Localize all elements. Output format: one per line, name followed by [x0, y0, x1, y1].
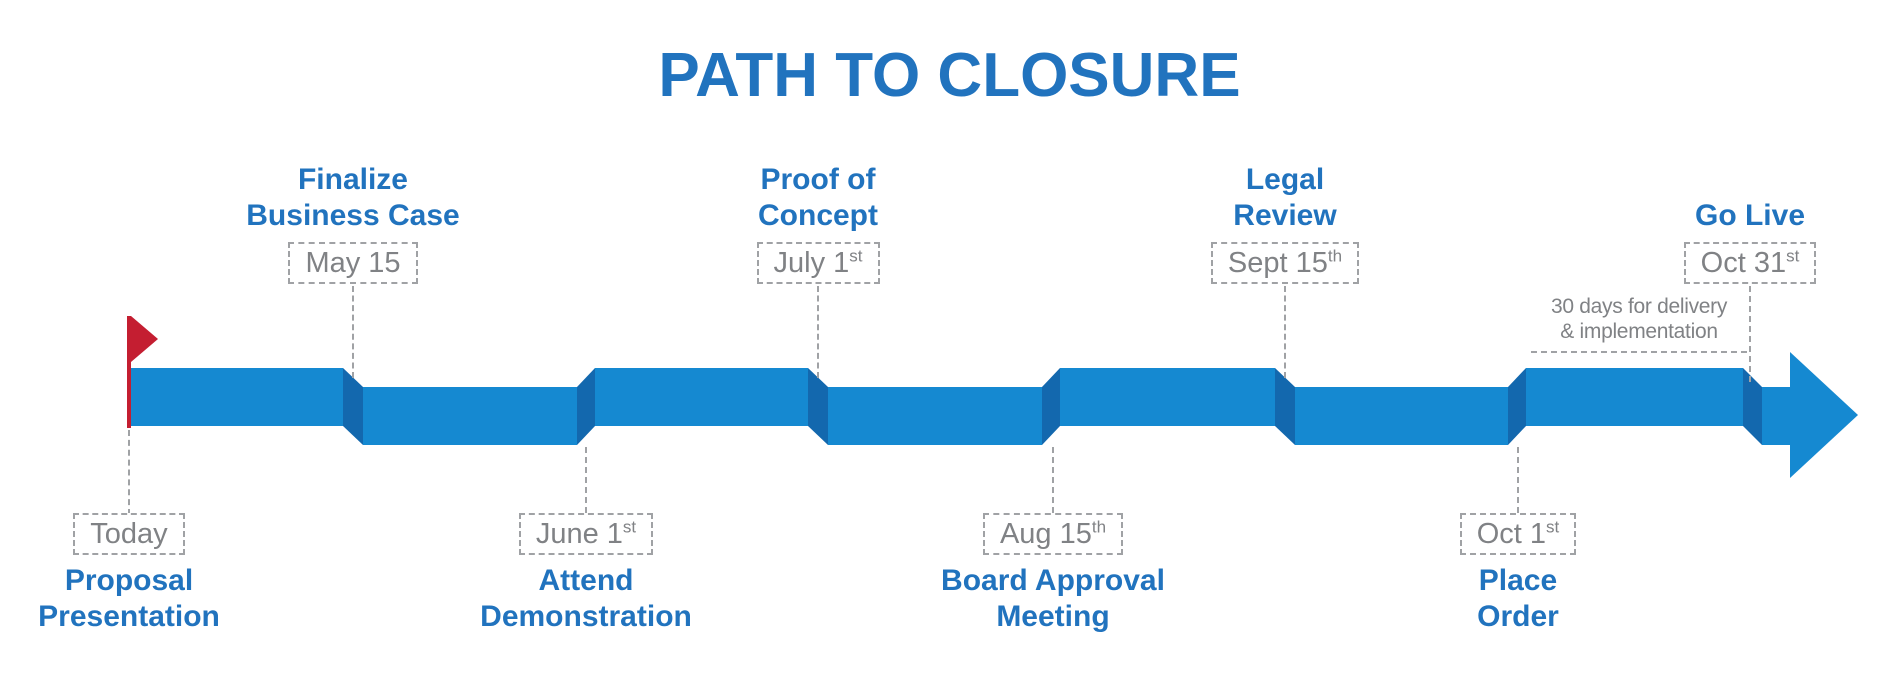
ribbon-segment [1295, 387, 1508, 445]
flag-pole [127, 316, 131, 428]
ribbon-fold [1042, 368, 1060, 445]
ribbon-segment [1762, 387, 1794, 445]
ribbon-fold [1508, 368, 1526, 445]
connector-line [1517, 447, 1519, 513]
date-box: June 1st [518, 513, 654, 555]
connector-line [585, 447, 587, 513]
milestone-label: Proposal Presentation [38, 564, 220, 633]
milestone-label: Go Live [1694, 199, 1806, 232]
milestone-june1: June 1st Attend Demonstration [426, 513, 746, 635]
ribbon-fold [1275, 368, 1295, 445]
connector-line [1284, 286, 1286, 378]
date-text: Aug 15 [999, 518, 1092, 550]
milestone-oct1: Oct 1st Place Order [1358, 513, 1678, 635]
ribbon-fold [343, 368, 363, 445]
date-box: Aug 15th [982, 513, 1124, 555]
date-box: May 15 [288, 242, 418, 284]
milestone-label: Finalize Business Case [246, 163, 460, 232]
milestone-sept15: Legal Review Sept 15th [1125, 138, 1445, 284]
date-suffix: th [1091, 517, 1107, 537]
page-title: PATH TO CLOSURE [658, 41, 1241, 110]
ribbon-segment [828, 387, 1042, 445]
milestone-label: Board Approval Meeting [941, 564, 1165, 633]
milestone-may15: Finalize Business Case May 15 [193, 138, 513, 284]
date-box: Oct 1st [1459, 513, 1577, 555]
date-box: Sept 15th [1210, 242, 1360, 284]
delivery-note-line1: 30 days for delivery [1550, 295, 1728, 318]
date-box: July 1st [756, 242, 880, 284]
date-text: Sept 15 [1227, 247, 1328, 279]
ribbon-segment [1526, 368, 1743, 426]
date-suffix: st [849, 246, 863, 266]
date-suffix: st [622, 517, 637, 537]
delivery-note-line2: & implementation [1560, 320, 1718, 343]
milestone-aug15: Aug 15th Board Approval Meeting [893, 513, 1213, 635]
date-box: Oct 31st [1683, 242, 1817, 284]
ribbon-segment [1060, 368, 1275, 426]
date-text: Oct 31 [1700, 247, 1787, 279]
connector-line [1052, 447, 1054, 513]
date-text: May 15 [305, 247, 401, 279]
date-suffix: st [1546, 517, 1560, 537]
ribbon-fold [577, 368, 595, 445]
milestone-label: Proof of Concept [758, 163, 878, 232]
date-suffix: st [1786, 246, 1800, 266]
ribbon-fold [1743, 368, 1762, 445]
milestone-oct31: Go Live Oct 31st [1590, 138, 1899, 284]
delivery-note: 30 days for delivery & implementation [1531, 294, 1747, 353]
milestone-july1: Proof of Concept July 1st [658, 138, 978, 284]
date-box: Today [73, 513, 185, 555]
date-suffix: th [1327, 246, 1343, 266]
flag-icon [131, 316, 158, 362]
arrowhead-icon [1790, 352, 1858, 478]
date-text: Oct 1 [1476, 518, 1547, 550]
ribbon-segment [363, 387, 577, 445]
milestone-label: Place Order [1477, 564, 1559, 633]
ribbon-fold [808, 368, 828, 445]
date-text: July 1 [773, 247, 850, 279]
connector-line [1749, 286, 1751, 382]
connector-line [817, 286, 819, 378]
connector-line [352, 286, 354, 378]
milestone-label: Legal Review [1233, 163, 1337, 232]
connector-line [128, 430, 130, 515]
ribbon-segment [129, 368, 343, 426]
date-text: Today [90, 518, 168, 550]
milestone-label: Attend Demonstration [480, 564, 692, 633]
date-text: June 1 [535, 518, 623, 550]
ribbon-segment [595, 368, 808, 426]
milestone-today: Today Proposal Presentation [0, 513, 289, 635]
